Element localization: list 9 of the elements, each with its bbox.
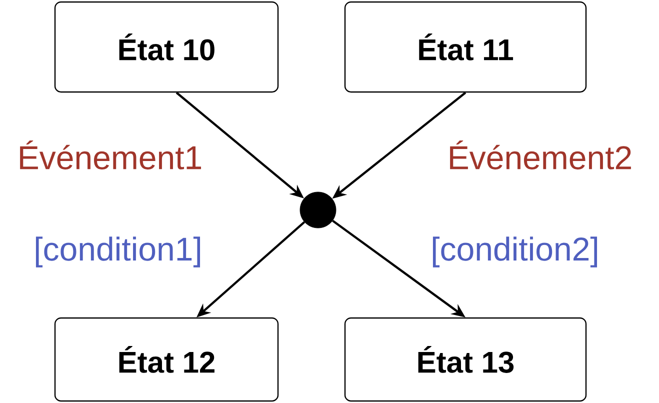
edge-label: [condition1] [32,236,204,268]
edge-label: [condition2] [430,236,600,268]
state-box: État 13 [344,317,587,402]
state-box: État 12 [54,317,279,402]
state-box: État 10 [54,1,279,93]
edge-label: Événement1 [16,140,204,170]
edge-label: Événement2 [446,140,634,170]
state-box: État 11 [344,1,587,93]
junction-dot [300,192,336,228]
